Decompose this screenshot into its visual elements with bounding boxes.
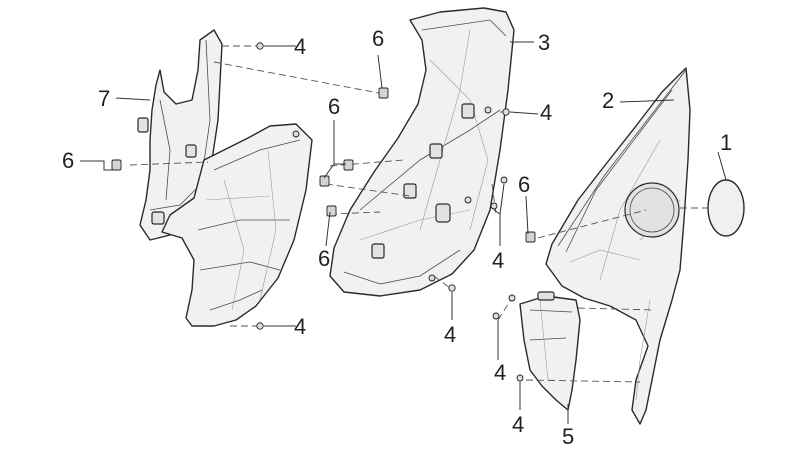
callout-6-left: 6 xyxy=(62,148,74,173)
callout-1: 1 xyxy=(720,130,732,155)
callout-4-right-of-cover: 4 xyxy=(540,100,552,125)
fasteners xyxy=(111,42,536,382)
part-3-side-cover xyxy=(329,7,515,297)
callout-6-center-lower: 6 xyxy=(318,246,330,271)
assembly-lines xyxy=(129,45,712,383)
callout-6-right: 6 xyxy=(518,172,530,197)
callout-4-bottom-left: 4 xyxy=(294,314,306,339)
part-1-round-cap xyxy=(707,179,745,237)
callout-4-bottom: 4 xyxy=(512,412,524,437)
callout-4-mid-right: 4 xyxy=(492,248,504,273)
callout-6-top-center: 6 xyxy=(372,26,384,51)
callout-7: 7 xyxy=(98,86,110,111)
lower-leg-shield xyxy=(161,123,313,327)
callout-4-lower-bracket: 4 xyxy=(494,360,506,385)
callout-labels: 1 2 3 4 4 4 4 4 4 4 5 6 6 6 6 6 7 xyxy=(62,26,732,449)
callout-3: 3 xyxy=(538,30,550,55)
leader-lines xyxy=(80,41,727,424)
callout-5: 5 xyxy=(562,424,574,449)
callout-2: 2 xyxy=(602,88,614,113)
callout-4-below-cover: 4 xyxy=(444,322,456,347)
callout-4-top-left: 4 xyxy=(294,34,306,59)
part-5-bracket xyxy=(519,291,581,411)
callout-6-center-upper: 6 xyxy=(328,94,340,119)
part-2-outer-panel xyxy=(545,67,691,425)
